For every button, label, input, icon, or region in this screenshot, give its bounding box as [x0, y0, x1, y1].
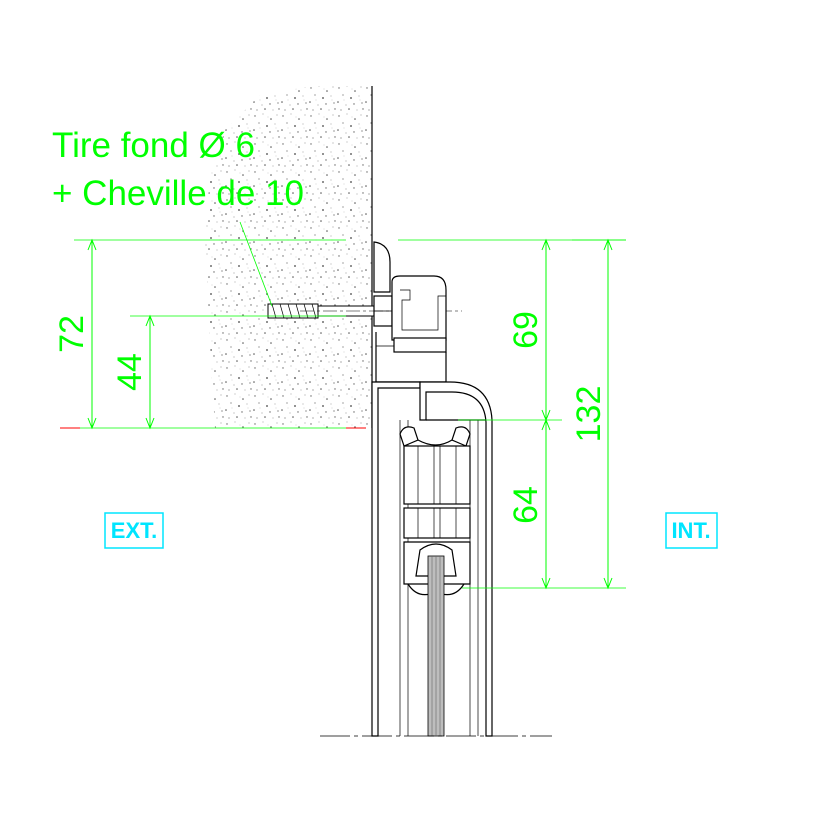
annotation-leader — [239, 221, 273, 307]
screw-and-plug — [267, 295, 462, 327]
dim-left-axis: 44 — [111, 353, 149, 391]
interior-label-text: INT. — [671, 518, 710, 543]
slat-stack — [399, 426, 471, 737]
dim-left-total: 72 — [53, 315, 91, 353]
interior-label: INT. — [665, 512, 718, 549]
concrete-wall — [205, 86, 373, 428]
dim-right-lower: 64 — [507, 486, 545, 524]
dim-right-total: 132 — [570, 386, 608, 443]
annotation-line-2: + Cheville de 10 — [52, 174, 304, 213]
left-dimensions — [74, 238, 346, 430]
right-dimensions — [398, 238, 626, 590]
exterior-label: EXT. — [104, 512, 164, 549]
exterior-label-text: EXT. — [111, 518, 157, 543]
dim-right-upper: 69 — [507, 311, 545, 349]
annotation-line-1: Tire fond Ø 6 — [52, 126, 255, 165]
guide-profile — [373, 241, 447, 383]
